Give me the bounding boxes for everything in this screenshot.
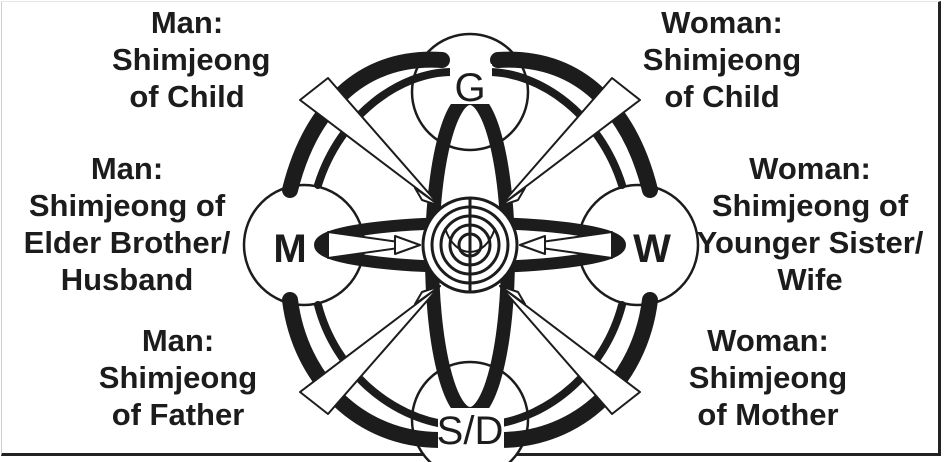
wedge-right-tip (520, 236, 545, 254)
node-sd-label: S/D (437, 409, 504, 453)
node-m-label: M (273, 227, 306, 271)
label-woman-shimjeong-of-mother: Woman: Shimjeong of Mother (667, 322, 869, 433)
label-man-shimjeong-of-father: Man: Shimjeong of Father (78, 322, 278, 433)
label-woman-shimjeong-of-child: Woman: Shimjeong of Child (627, 4, 817, 115)
label-man-shimjeong-of-elder-brother-husband: Man: Shimjeong of Elder Brother/ Husband (4, 150, 250, 298)
label-man-shimjeong-of-child: Man: Shimjeong of Child (112, 4, 262, 115)
node-g-label: G (454, 66, 485, 110)
wedge-left-tip (395, 236, 420, 254)
node-w-label: W (633, 227, 671, 271)
label-woman-shimjeong-of-younger-sister-wife: Woman: Shimjeong of Younger Sister/ Wife (682, 150, 938, 298)
center-spiral-icon (423, 198, 517, 292)
